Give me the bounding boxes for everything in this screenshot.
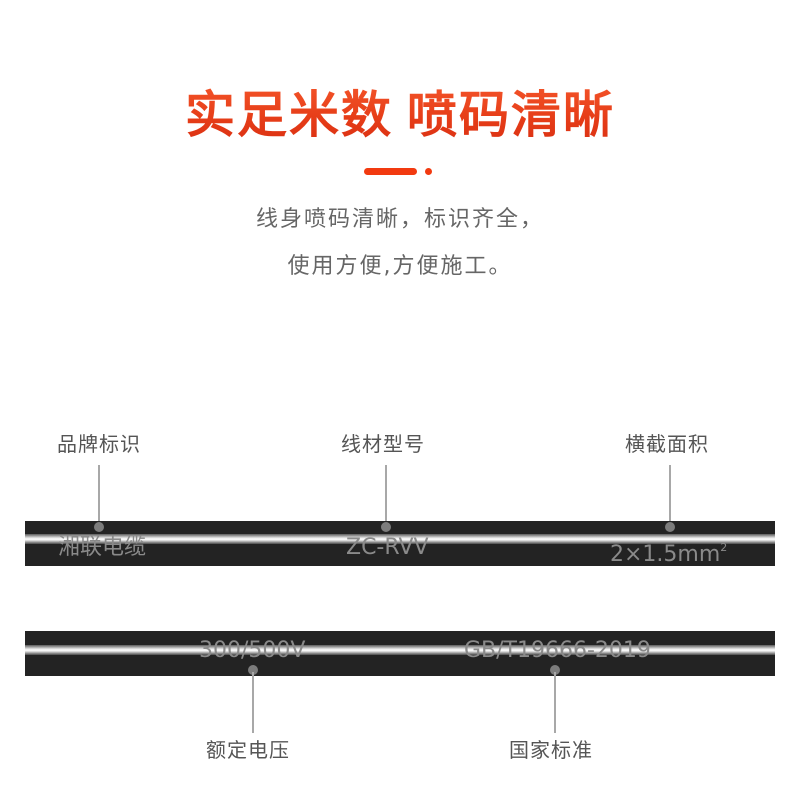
printed-voltage: 300/500V: [199, 638, 306, 663]
page-title: 实足米数喷码清晰: [0, 82, 800, 148]
title-part-1: 实足米数: [185, 86, 393, 144]
pointer-dot-standard: [550, 665, 560, 675]
label-brand-mark: 品牌标识: [57, 432, 141, 456]
pointer-line-brand: [98, 465, 100, 523]
printed-standard: GB/T19666-2019: [464, 638, 651, 663]
pointer-line-standard: [554, 672, 556, 733]
pointer-dot-cross-section: [665, 522, 675, 532]
title-part-2: 喷码清晰: [407, 86, 615, 144]
label-national-standard: 国家标准: [509, 738, 593, 762]
pointer-line-cross-section: [669, 465, 671, 523]
printed-cross-section-superscript: 2: [720, 541, 728, 554]
description-line-2: 使用方便,方便施工。: [287, 254, 513, 279]
printed-cross-section-value: 2×1.5mm: [610, 542, 721, 567]
label-wire-model: 线材型号: [341, 432, 425, 456]
label-rated-voltage: 额定电压: [206, 738, 290, 762]
printed-model: ZC-RVV: [346, 535, 429, 560]
pointer-dot-model: [381, 522, 391, 532]
label-cross-section: 横截面积: [625, 432, 709, 456]
cable-highlight-stripe: [25, 534, 775, 544]
pointer-line-model: [385, 465, 387, 523]
cable-top: 湘联电缆 ZC-RVV 2×1.5mm2: [25, 521, 775, 566]
description-line-1: 线身喷码清晰，标识齐全，: [255, 207, 544, 232]
title-underline-dot: [425, 168, 432, 175]
printed-cross-section: 2×1.5mm2: [610, 536, 727, 566]
cable-highlight-stripe: [25, 645, 775, 655]
pointer-line-voltage: [252, 672, 254, 733]
title-underline-bar: [364, 168, 417, 175]
pointer-dot-brand: [94, 522, 104, 532]
pointer-dot-voltage: [248, 665, 258, 675]
printed-brand: 湘联电缆: [58, 535, 147, 560]
cable-bottom: 300/500V GB/T19666-2019: [25, 631, 775, 676]
